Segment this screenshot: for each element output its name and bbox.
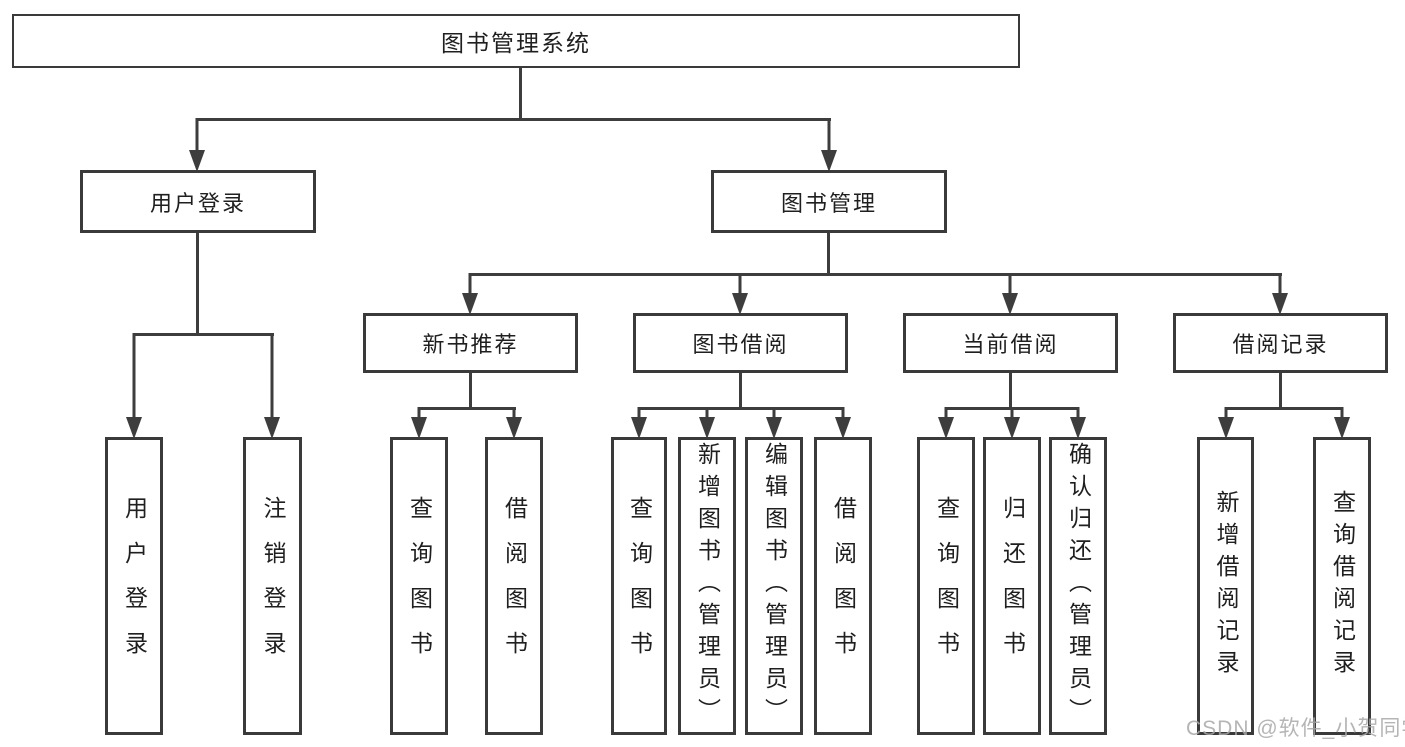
leaf-current-confirm-admin-label: 确认归还（管理员） (1065, 442, 1092, 730)
arrow-current-borrow-leaf-2 (1003, 407, 1021, 439)
leaf-borrow-query-label: 查询图书 (626, 496, 653, 676)
connector-trunk-line (519, 68, 522, 121)
leaf-logout-label: 注销登录 (260, 496, 286, 676)
node-borrow-records: 借阅记录 (1173, 313, 1388, 373)
arrow-to-login-leaf (125, 333, 143, 439)
node-library-system: 图书管理系统 (12, 14, 1020, 68)
node-book-borrow: 图书借阅 (633, 313, 848, 373)
arrow-current-borrow-leaf-3 (1069, 407, 1087, 439)
leaf-user-login-label: 用户登录 (121, 496, 148, 676)
node-new-books: 新书推荐 (363, 313, 578, 373)
leaf-records-add: 新增借阅记录 (1197, 437, 1254, 735)
leaf-current-query-label: 查询图书 (933, 496, 960, 676)
arrow-to-book-management (820, 118, 838, 172)
leaf-newbooks-query-label: 查询图书 (406, 496, 433, 676)
connector-borrow-records-stem (1279, 373, 1282, 410)
arrow-new-books-leaf-1 (410, 407, 428, 439)
leaf-borrow-edit-admin: 编辑图书（管理员） (745, 437, 803, 735)
arrow-book-borrow-leaf-1 (630, 407, 648, 439)
arrow-borrow-records-leaf-2 (1333, 407, 1351, 439)
arrow-book-borrow-leaf-4 (834, 407, 852, 439)
leaf-records-query-label: 查询借阅记录 (1329, 490, 1356, 682)
leaf-current-confirm-admin: 确认归还（管理员） (1049, 437, 1107, 735)
leaf-borrow-add-admin: 新增图书（管理员） (678, 437, 736, 735)
leaf-current-query: 查询图书 (917, 437, 975, 735)
arrow-to-logout-leaf (263, 333, 281, 439)
connector-borrow-records-rail (1225, 407, 1343, 410)
leaf-borrow-edit-admin-label: 编辑图书（管理员） (761, 442, 788, 730)
leaf-current-return: 归还图书 (983, 437, 1041, 735)
connector-level3-rail (469, 273, 1282, 276)
connector-book-mgmt-stem (827, 233, 830, 276)
leaf-borrow-add-admin-label: 新增图书（管理员） (694, 442, 721, 730)
arrow-current-borrow-leaf-1 (937, 407, 955, 439)
leaf-user-login: 用户登录 (105, 437, 163, 735)
leaf-newbooks-query: 查询图书 (390, 437, 448, 735)
connector-book-borrow-rail (639, 407, 844, 410)
connector-user-login-stem (196, 233, 199, 336)
csdn-watermark: CSDN @软件_小贺同学 (1186, 717, 1405, 740)
arrow-to-borrow-records (1271, 273, 1289, 315)
connector-current-borrow-stem (1009, 373, 1012, 410)
connector-new-books-rail (418, 407, 516, 410)
arrow-to-new-books (461, 273, 479, 315)
leaf-borrow-book-label: 借阅图书 (830, 496, 857, 676)
node-current-borrow: 当前借阅 (903, 313, 1118, 373)
leaf-borrow-query: 查询图书 (611, 437, 667, 735)
leaf-newbooks-borrow: 借阅图书 (485, 437, 543, 735)
connector-user-login-rail (133, 333, 274, 336)
arrow-to-user-login (188, 118, 206, 172)
arrow-borrow-records-leaf-1 (1217, 407, 1235, 439)
connector-level2-rail (196, 118, 831, 121)
arrow-to-current-borrow (1001, 273, 1019, 315)
leaf-records-add-label: 新增借阅记录 (1213, 490, 1239, 682)
arrow-new-books-leaf-2 (505, 407, 523, 439)
leaf-logout: 注销登录 (243, 437, 302, 735)
connector-book-borrow-stem (739, 373, 742, 410)
leaf-current-return-label: 归还图书 (999, 496, 1026, 676)
arrow-book-borrow-leaf-2 (698, 407, 716, 439)
leaf-newbooks-borrow-label: 借阅图书 (501, 496, 528, 676)
leaf-records-query: 查询借阅记录 (1313, 437, 1371, 735)
node-book-management: 图书管理 (711, 170, 947, 233)
node-user-login: 用户登录 (80, 170, 316, 233)
arrow-book-borrow-leaf-3 (765, 407, 783, 439)
arrow-to-book-borrow (731, 273, 749, 315)
leaf-borrow-book: 借阅图书 (814, 437, 872, 735)
connector-new-books-stem (469, 373, 472, 410)
